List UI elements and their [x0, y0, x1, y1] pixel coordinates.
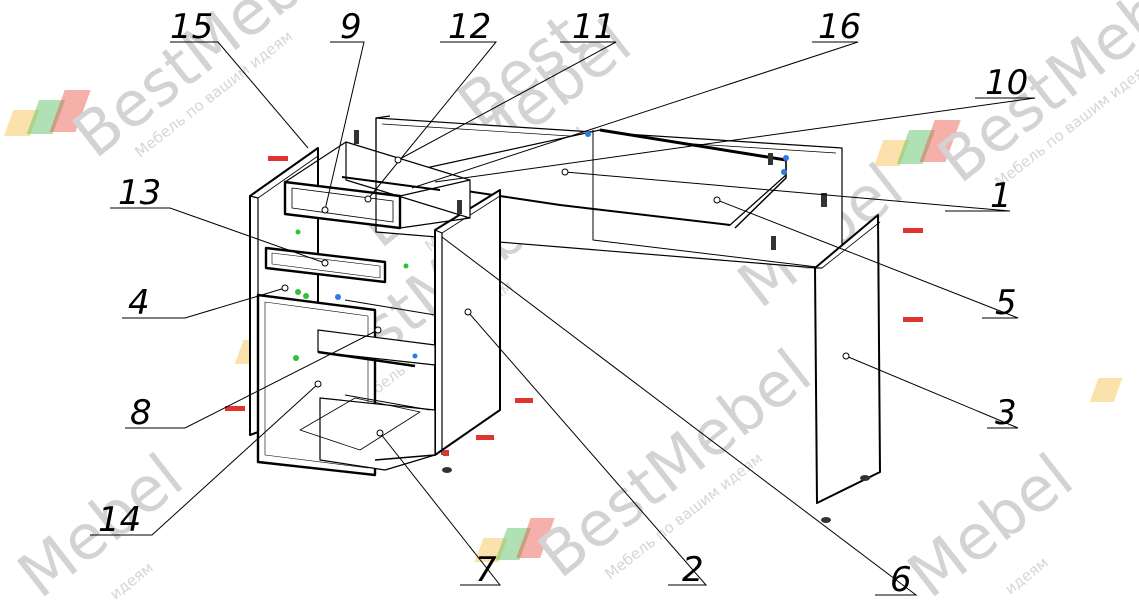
watermark-brand: BestMebel	[524, 335, 824, 592]
leader-8	[125, 329, 379, 429]
callout-15: 15	[170, 7, 213, 47]
shelf-middle	[317, 329, 436, 366]
desk-drawing	[249, 115, 881, 504]
callout-3: 3	[995, 393, 1017, 433]
leader-3	[845, 355, 1019, 429]
callout-11: 11	[572, 7, 615, 47]
leader-9	[324, 41, 365, 211]
callout-7: 7	[475, 550, 497, 590]
leader-5	[716, 199, 1019, 319]
dowel-icon	[783, 155, 789, 161]
leader-11	[397, 41, 617, 161]
callout-12: 12	[448, 7, 491, 47]
leader-10	[434, 97, 1036, 183]
callout-6: 6	[890, 560, 912, 600]
leader-4	[122, 287, 286, 319]
cam-icon	[295, 289, 301, 295]
callout-5: 5	[995, 283, 1017, 323]
screw-icon	[476, 435, 494, 440]
dowel-icon	[781, 169, 787, 175]
dowel-icon	[412, 353, 418, 359]
watermark-tagline-short: идеям	[1001, 553, 1051, 598]
watermark-logo-icon	[873, 120, 961, 166]
leader-dots	[281, 156, 850, 437]
leader-7	[379, 432, 502, 586]
leader-lines	[90, 41, 1036, 596]
callout-1: 1	[990, 176, 1012, 216]
bracket-icon	[354, 130, 870, 523]
fittings	[225, 130, 923, 523]
cabinet-side-inner	[434, 189, 501, 456]
cam-icon	[295, 229, 301, 235]
watermark-brand-short: Mebel	[894, 440, 1086, 600]
screw-icon	[443, 450, 449, 456]
leader-1	[564, 171, 1011, 212]
leader-14	[90, 383, 319, 536]
leader-12	[367, 41, 498, 200]
callout-10: 10	[985, 63, 1028, 103]
callout-labels: 15 9 12 11 16 10 13 1 4 5 8 3 14 7 2 6	[98, 7, 1028, 600]
callout-8: 8	[130, 393, 152, 433]
callout-14: 14	[98, 500, 141, 540]
cam-icon	[293, 355, 299, 361]
leader-15	[170, 41, 309, 149]
callout-2: 2	[682, 550, 704, 590]
dowel-icon	[335, 294, 341, 300]
leader-6	[441, 236, 918, 596]
screw-icon	[268, 156, 288, 161]
dowel-icon	[585, 131, 591, 137]
cam-icon	[303, 293, 309, 299]
watermark-tagline-short: идеям	[106, 558, 156, 600]
watermark-logo-icon	[3, 90, 91, 136]
watermark-logo-icon	[474, 518, 555, 562]
callout-9: 9	[340, 7, 362, 47]
screw-icon	[903, 317, 923, 322]
watermark-logo-icon	[1089, 378, 1123, 402]
screw-icon	[903, 228, 923, 233]
cam-icon	[403, 263, 409, 269]
callout-16: 16	[818, 7, 861, 47]
leader-2	[467, 311, 708, 586]
callout-4: 4	[128, 283, 150, 323]
callout-13: 13	[118, 173, 161, 213]
leader-13	[110, 207, 326, 264]
leader-16	[411, 41, 859, 189]
watermark-layer: BestMebel Мебель по вашим идеям BestMebe…	[3, 0, 1139, 600]
screw-icon	[515, 398, 533, 403]
screw-icon	[225, 406, 245, 411]
